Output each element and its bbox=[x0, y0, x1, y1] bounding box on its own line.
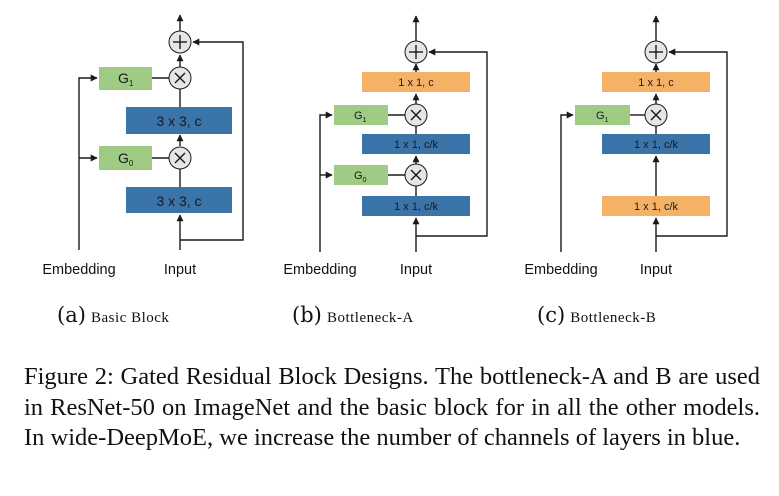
subcaption-tag: (a) bbox=[57, 303, 86, 327]
subcaption-name: Basic Block bbox=[91, 310, 170, 326]
input-label: Input bbox=[640, 262, 672, 278]
gate-g0 bbox=[334, 165, 388, 185]
gate-g1 bbox=[575, 105, 630, 125]
conv-layer bbox=[602, 134, 710, 154]
gate-g1 bbox=[334, 105, 388, 125]
conv-layer-label: 1 x 1, c/k bbox=[394, 201, 439, 213]
conv-layer-label: 3 x 3, c bbox=[156, 113, 201, 129]
embedding-label: Embedding bbox=[283, 262, 356, 278]
embedding-line bbox=[319, 111, 333, 252]
panel-a-basic-block: G1 3 x 3, c G0 3 x 3, c Embedding Inpu bbox=[42, 14, 244, 278]
panel-b-bottleneck-a: 1 x 1, c G1 1 x 1, c/k G0 1 x 1, c/k Emb… bbox=[283, 15, 488, 278]
subcaption-name: Bottleneck-A bbox=[326, 310, 414, 326]
gate-g0-label: G0 bbox=[118, 150, 134, 168]
panel-c-bottleneck-b: 1 x 1, c G1 1 x 1, c/k 1 x 1, c/k Embedd… bbox=[524, 15, 728, 278]
conv-layer bbox=[362, 196, 470, 216]
add-op-icon bbox=[404, 40, 428, 64]
skip-connection bbox=[180, 38, 244, 241]
add-op-icon bbox=[644, 40, 668, 64]
multiply-op-icon bbox=[404, 163, 428, 187]
input-label: Input bbox=[400, 262, 432, 278]
input-label: Input bbox=[164, 262, 196, 278]
subcaption-b: (b) Bottleneck-A bbox=[292, 303, 414, 327]
conv-layer-label: 1 x 1, c/k bbox=[394, 139, 439, 151]
gate-g1 bbox=[99, 67, 152, 90]
subcaption-c: (c) Bottleneck-B bbox=[537, 303, 656, 327]
subcaption-tag: (c) bbox=[537, 303, 566, 327]
gate-g1-label: G1 bbox=[354, 110, 367, 124]
gated-residual-block-diagram: G1 3 x 3, c G0 3 x 3, c Embedding Inpu bbox=[42, 14, 728, 278]
add-op-icon bbox=[168, 30, 192, 54]
conv-layer bbox=[126, 107, 232, 134]
multiply-op-icon bbox=[168, 66, 192, 90]
conv-layer bbox=[126, 187, 232, 213]
gate-g0-label: G0 bbox=[354, 170, 367, 184]
gate-g1-label: G1 bbox=[596, 110, 609, 124]
skip-connection bbox=[656, 48, 728, 237]
skip-connection bbox=[416, 48, 488, 237]
conv-layer bbox=[602, 196, 710, 216]
subcaption-name: Bottleneck-B bbox=[570, 310, 657, 326]
conv-layer bbox=[362, 72, 470, 92]
gate-g1-label: G1 bbox=[118, 70, 134, 88]
conv-layer bbox=[602, 72, 710, 92]
subcaption-tag: (b) bbox=[292, 303, 322, 327]
conv-layer-label: 1 x 1, c bbox=[638, 77, 674, 89]
embedding-label: Embedding bbox=[42, 262, 115, 278]
conv-layer-label: 1 x 1, c bbox=[398, 77, 434, 89]
embedding-line bbox=[78, 74, 98, 250]
embedding-line bbox=[560, 111, 574, 252]
embedding-label: Embedding bbox=[524, 262, 597, 278]
conv-layer-label: 1 x 1, c/k bbox=[634, 201, 679, 213]
gate-g0 bbox=[99, 146, 152, 170]
conv-layer-label: 1 x 1, c/k bbox=[634, 139, 679, 151]
figure-caption: Figure 2: Gated Residual Block Designs. … bbox=[24, 363, 760, 451]
conv-layer bbox=[362, 134, 470, 154]
multiply-op-icon bbox=[644, 103, 668, 127]
multiply-op-icon bbox=[168, 146, 192, 170]
subcaption-a: (a) Basic Block bbox=[57, 303, 169, 327]
multiply-op-icon bbox=[404, 103, 428, 127]
conv-layer-label: 3 x 3, c bbox=[156, 193, 201, 209]
